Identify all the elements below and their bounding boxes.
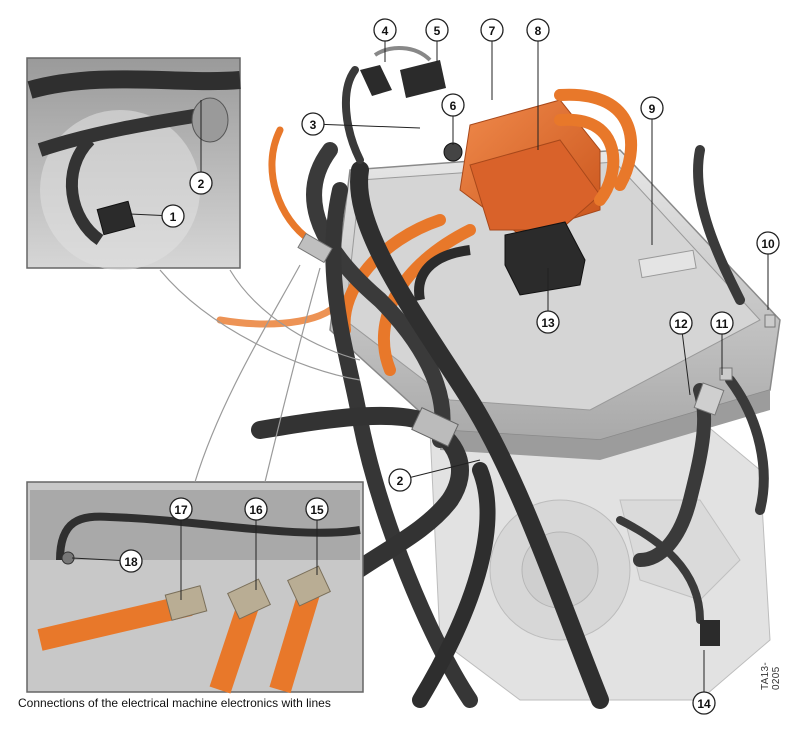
callout-label-11: 11 <box>716 317 729 331</box>
callout-circle-2 <box>189 171 213 195</box>
callout-leader-3 <box>312 123 421 129</box>
callout-label-1: 1 <box>170 210 177 224</box>
callout-circle-17 <box>169 497 193 521</box>
callout-circle-18 <box>119 549 143 573</box>
callout-label-12: 12 <box>674 317 688 331</box>
coolant-hoses <box>251 66 769 709</box>
callout-circle-8 <box>526 18 550 42</box>
callout-circle-14 <box>692 691 716 715</box>
callout-circle-11 <box>710 311 734 335</box>
inset-hose-connection <box>26 57 241 270</box>
callout-label-3: 3 <box>310 118 317 132</box>
callout-circle-9 <box>640 96 664 120</box>
callout-label-8: 8 <box>535 24 542 38</box>
callout-circle-15 <box>305 497 329 521</box>
callout-label-2: 2 <box>198 177 205 191</box>
callout-circle-3 <box>301 112 325 136</box>
fittings <box>297 232 776 447</box>
callout-label-17: 17 <box>174 503 188 517</box>
callout-label-4: 4 <box>382 24 389 38</box>
callout-label-2: 2 <box>397 474 404 488</box>
callout-circle-16 <box>244 497 268 521</box>
callout-circle-10 <box>756 231 780 255</box>
callout-circle-2 <box>388 468 412 492</box>
callout-label-10: 10 <box>761 237 775 251</box>
callout-label-18: 18 <box>124 555 138 569</box>
callout-circle-5 <box>425 18 449 42</box>
callout-leader-2 <box>399 459 481 481</box>
callout-circle-13 <box>536 310 560 334</box>
signal-connector <box>414 221 586 301</box>
callout-label-5: 5 <box>434 24 441 38</box>
callout-circle-4 <box>373 18 397 42</box>
callout-label-9: 9 <box>649 102 656 116</box>
callout-label-14: 14 <box>697 697 711 711</box>
inset-pointer-lines <box>159 264 361 483</box>
inset-hv-connections <box>26 481 364 694</box>
callout-label-15: 15 <box>310 503 324 517</box>
callout-label-7: 7 <box>489 24 496 38</box>
callout-circle-6 <box>441 93 465 117</box>
callout-label-13: 13 <box>541 316 555 330</box>
callout-label-6: 6 <box>450 99 457 113</box>
figure-code: TA13-0205 <box>760 662 782 690</box>
callout-circle-1 <box>161 204 185 228</box>
hv-cover <box>459 99 601 236</box>
callout-label-16: 16 <box>249 503 263 517</box>
small-connectors <box>360 46 720 646</box>
callout-circle-12 <box>669 311 693 335</box>
figure-caption: Connections of the electrical machine el… <box>18 696 331 710</box>
callout-leader-12 <box>680 322 691 396</box>
callout-circle-7 <box>480 18 504 42</box>
